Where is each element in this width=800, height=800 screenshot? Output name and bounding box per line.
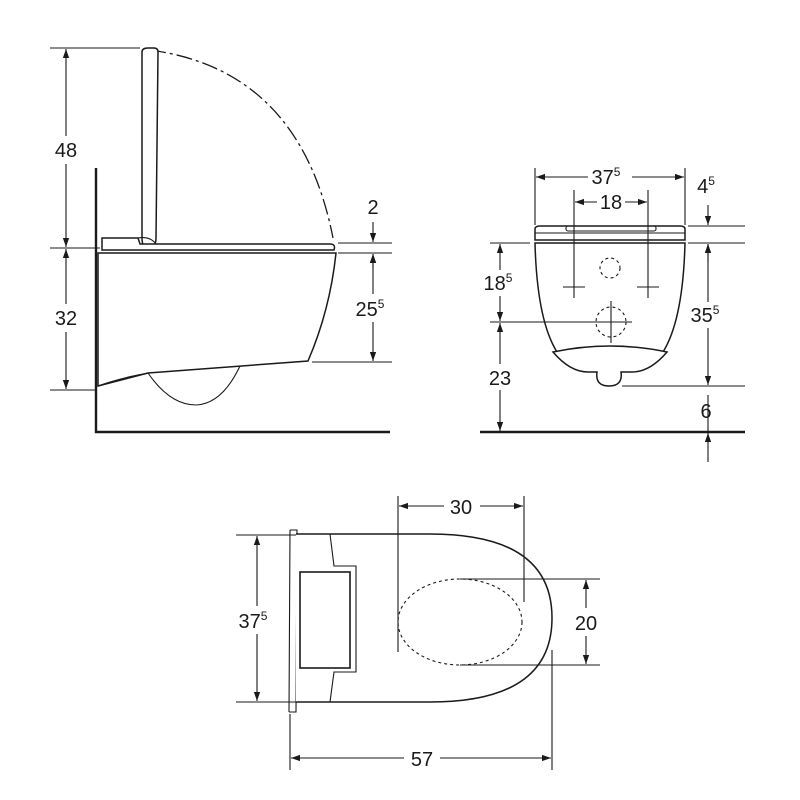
bowl-body: [97, 252, 337, 387]
dim-floor-gap: 6: [700, 401, 711, 423]
seat-hinge: [137, 237, 157, 245]
bolt-hole-right: [637, 276, 659, 298]
dim-bowl-length: 30: [450, 497, 472, 519]
top-bracket: [296, 533, 357, 703]
top-bowl: [296, 533, 553, 703]
bolt-hole-left: [563, 276, 585, 298]
dim-rim-height: 255: [356, 297, 385, 321]
top-view: 30 375 20 57: [234, 493, 604, 771]
dim-seat-thickness: 2: [367, 197, 378, 219]
dim-total-length: 57: [411, 749, 433, 771]
front-outlet: [551, 345, 669, 387]
dim-front-height: 355: [691, 303, 720, 327]
water-inlet: [599, 257, 621, 279]
dim-bowl-height: 32: [55, 308, 77, 330]
raised-lid: [141, 47, 159, 249]
top-opening: [397, 578, 523, 666]
seat-lid-top: [565, 225, 657, 232]
dim-top-width: 375: [239, 609, 268, 633]
top-bracket-inner: [299, 571, 351, 669]
bowl-trap: [97, 365, 241, 406]
lid-swing-arc: [149, 49, 334, 239]
dim-lid-height: 48: [55, 140, 77, 162]
dim-bolt-spacing: 18: [600, 192, 622, 214]
dim-opening-width: 20: [575, 613, 597, 635]
wall-line: [94, 168, 390, 434]
side-view: 48 32 2 255: [50, 47, 394, 434]
dim-drain-height: 23: [489, 368, 511, 390]
dim-front-width: 375: [592, 165, 621, 189]
wall-plate: [288, 529, 298, 713]
dim-bolt-to-drain: 185: [484, 271, 513, 295]
seat: [101, 237, 336, 251]
dim-seat-offset: 45: [697, 174, 715, 198]
front-view: 375 18 45 185 23 355 6: [480, 163, 745, 462]
